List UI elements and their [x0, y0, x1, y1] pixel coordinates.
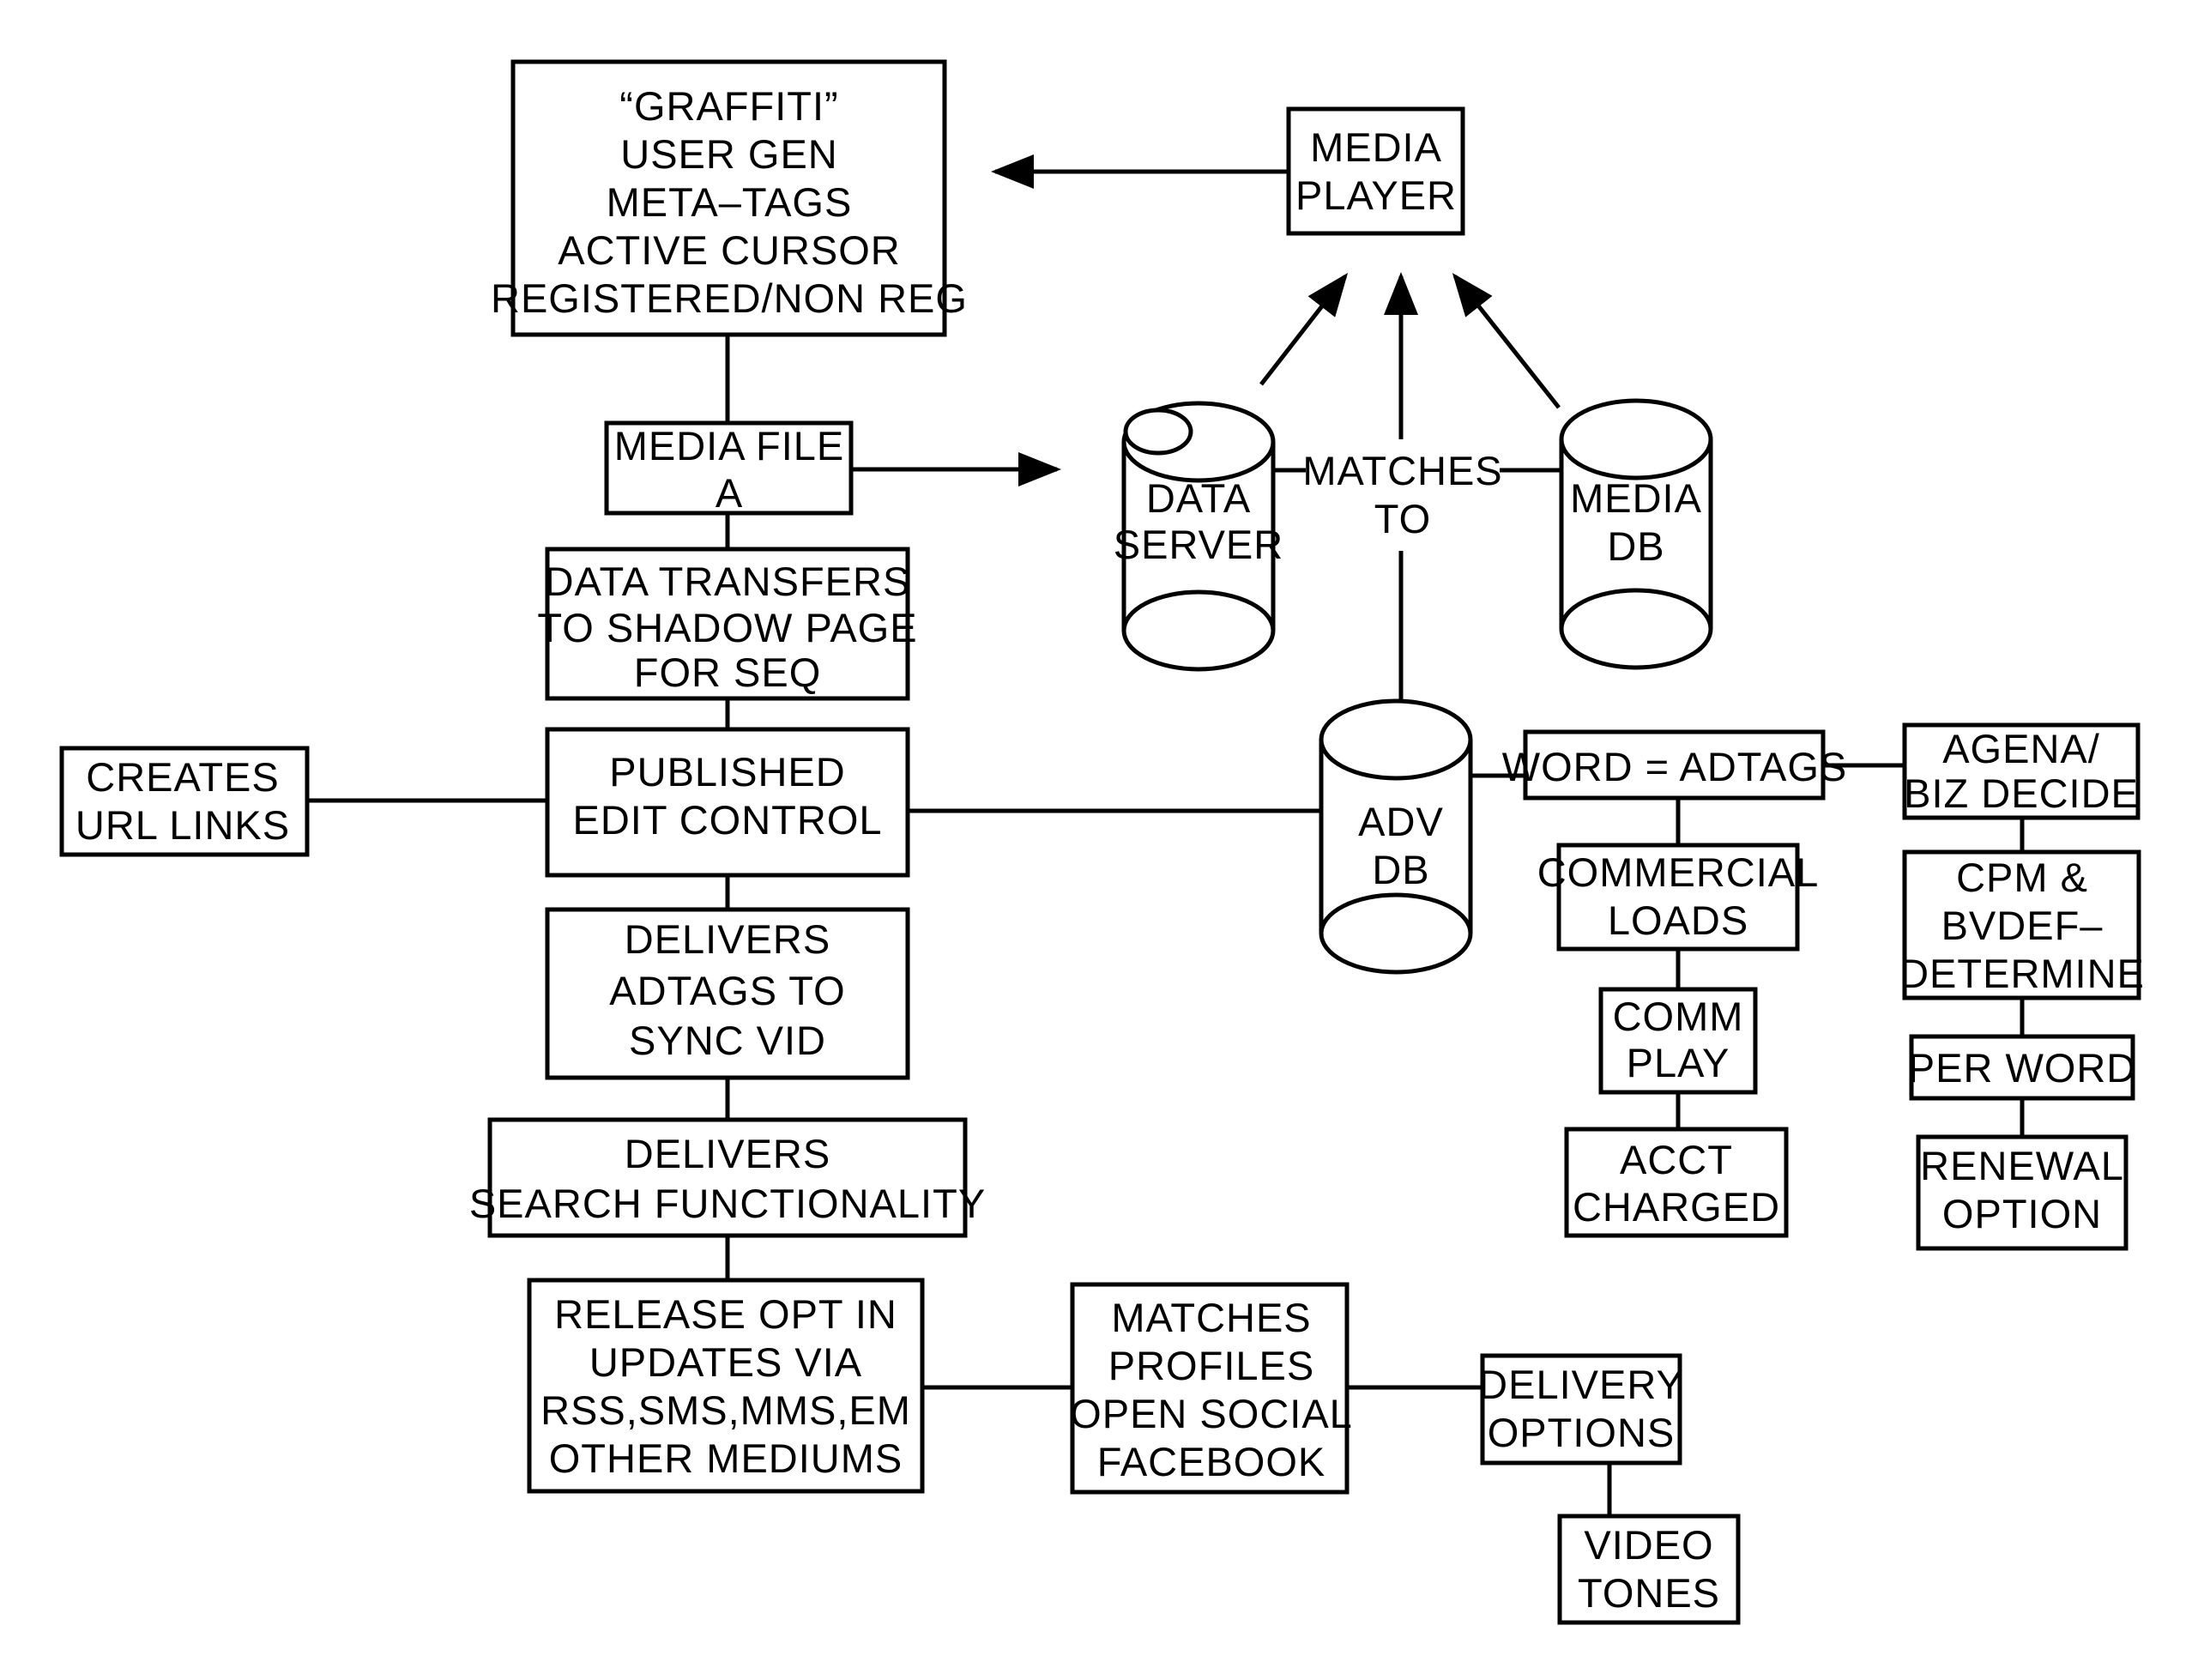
renewal-line-2: OPTION [1942, 1191, 2102, 1236]
adv-db-cylinder: ADVDB [1321, 701, 1470, 972]
acct-charged-line-2: CHARGED [1573, 1184, 1780, 1230]
data-server-line-1: DATA [1146, 475, 1251, 521]
agena-box: AGENA/BIZ DECIDE [1904, 725, 2139, 818]
matches-profiles-line-2: PROFILES [1108, 1343, 1314, 1388]
per-word-line-1: PER WORD [1908, 1045, 2137, 1091]
agena-line-1: AGENA/ [1942, 726, 2100, 771]
matches-profiles-line-3: OPEN SOCIAL [1070, 1391, 1353, 1436]
delivery-options-box: DELIVERYOPTIONS [1478, 1356, 1684, 1463]
matches-profiles-line-4: FACEBOOK [1097, 1439, 1326, 1484]
delivers-adtags-line-1: DELIVERS [625, 916, 830, 962]
delivers-adtags-line-3: SYNC VID [629, 1018, 826, 1063]
word-adtags-box: WORD = ADTAGS [1502, 732, 1848, 798]
cpm-line-3: DETERMINE [1899, 951, 2145, 996]
matches-to-line-1: MATCHES [1302, 448, 1502, 493]
svg-text:COMMPLAY: COMMPLAY [1613, 994, 1744, 1085]
media-player-line-2: PLAYER [1295, 172, 1457, 218]
comm-play-line-2: PLAY [1627, 1040, 1730, 1085]
published-box: PUBLISHEDEDIT CONTROL [547, 729, 908, 875]
acct-charged-line-1: ACCT [1620, 1137, 1733, 1182]
creates-url-line-1: CREATES [86, 754, 280, 800]
release-box: RELEASE OPT INUPDATES VIARSS,SMS,MMS,EMO… [529, 1280, 922, 1491]
data-transfers-box: DATA TRANSFERSTO SHADOW PAGEFOR SEQ [537, 549, 917, 698]
media-db-line-1: MEDIA [1570, 475, 1702, 521]
delivers-adtags-box: DELIVERS ADTAGS TO SYNC VID [547, 909, 908, 1078]
svg-text:DELIVERSADTAGS TOSYNC VID: DELIVERS ADTAGS TO SYNC VID [609, 916, 845, 1063]
media-file-line-1: MEDIA FILE [614, 423, 845, 468]
acct-charged-box: ACCTCHARGED [1567, 1129, 1786, 1236]
cpm-line-1: CPM & [1956, 855, 2088, 900]
matches-profiles-box: MATCHESPROFILESOPEN SOCIALFACEBOOK [1070, 1284, 1353, 1492]
graffiti-box: “GRAFFITI”USER GENMETA–TAGSACTIVE CURSOR… [491, 62, 968, 335]
graffiti-line-3: META–TAGS [607, 179, 853, 225]
media-player-line-1: MEDIA [1310, 124, 1442, 170]
delivers-search-line-2: SEARCH FUNCTIONALITY [469, 1181, 986, 1226]
comm-play-box: COMMPLAY [1601, 989, 1755, 1092]
comm-play-line-1: COMM [1613, 994, 1744, 1039]
release-line-2: UPDATES VIA [589, 1339, 862, 1385]
agena-line-2: BIZ DECIDE [1904, 771, 2139, 816]
cpm-line-2: BVDEF– [1941, 903, 2104, 948]
media-db-line-2: DB [1607, 523, 1664, 569]
adv-db-line-2: DB [1372, 847, 1429, 892]
commercial-loads-line-2: LOADS [1608, 897, 1748, 943]
delivery-options-line-1: DELIVERY [1478, 1362, 1684, 1407]
data-server-line-2: SERVER [1114, 522, 1283, 567]
commercial-loads-line-1: COMMERCIAL [1537, 849, 1820, 895]
graffiti-line-4: ACTIVE CURSOR [558, 227, 901, 273]
data-transfers-line-2: TO SHADOW PAGE [537, 605, 917, 650]
word-adtags-line-1: WORD = ADTAGS [1502, 744, 1848, 789]
arrow-dataserver-to-mediaplayer [1261, 276, 1345, 384]
matches-to-line-2: TO [1374, 496, 1431, 541]
data-server-cylinder: DATASERVER [1114, 403, 1283, 669]
published-line-1: PUBLISHED [609, 749, 845, 795]
creates-url-box: CREATESURL LINKS [62, 748, 307, 855]
video-tones-box: VIDEOTONES [1560, 1516, 1738, 1623]
media-db-cylinder: MEDIADB [1561, 401, 1711, 668]
published-line-2: EDIT CONTROL [572, 797, 882, 843]
release-line-4: OTHER MEDIUMS [549, 1435, 903, 1481]
delivers-search-line-1: DELIVERS [625, 1131, 830, 1176]
commercial-loads-box: COMMERCIALLOADS [1537, 845, 1820, 949]
adv-db-line-1: ADV [1358, 799, 1444, 844]
media-file-line-2: A [716, 470, 743, 516]
media-player-box: MEDIAPLAYER [1289, 109, 1463, 233]
graffiti-line-1: “GRAFFITI” [619, 83, 838, 129]
renewal-box: RENEWALOPTION [1918, 1137, 2126, 1248]
release-line-3: RSS,SMS,MMS,EM [540, 1387, 911, 1433]
delivers-search-box: DELIVERS SEARCH FUNCTIONALITY [469, 1120, 986, 1236]
matches-profiles-line-1: MATCHES [1111, 1295, 1311, 1340]
creates-url-line-2: URL LINKS [75, 802, 290, 848]
media-file-box: MEDIA FILEA [607, 423, 851, 516]
video-tones-line-1: VIDEO [1584, 1522, 1713, 1568]
delivery-options-line-2: OPTIONS [1488, 1410, 1676, 1455]
data-transfers-line-1: DATA TRANSFERS [545, 559, 911, 604]
graffiti-line-5: REGISTERED/NON REG [491, 275, 968, 321]
release-line-1: RELEASE OPT IN [554, 1291, 897, 1337]
per-word-box: PER WORD [1908, 1036, 2137, 1098]
svg-text:PER WORD: PER WORD [1908, 1045, 2137, 1091]
delivers-adtags-line-2: ADTAGS TO [609, 968, 845, 1013]
cpm-box: CPM &BVDEF–DETERMINE [1899, 852, 2145, 998]
arrow-mediadb-to-mediaplayer [1455, 276, 1559, 408]
video-tones-line-2: TONES [1578, 1570, 1720, 1616]
data-transfers-line-3: FOR SEQ [634, 650, 822, 695]
svg-text:WORD = ADTAGS: WORD = ADTAGS [1502, 744, 1848, 789]
matches-to-label: MATCHESTO [1302, 448, 1502, 541]
graffiti-line-2: USER GEN [620, 131, 838, 177]
renewal-line-1: RENEWAL [1920, 1143, 2124, 1188]
svg-text:MATCHESTO: MATCHESTO [1302, 448, 1502, 541]
data-server-disc-icon [1126, 410, 1191, 453]
